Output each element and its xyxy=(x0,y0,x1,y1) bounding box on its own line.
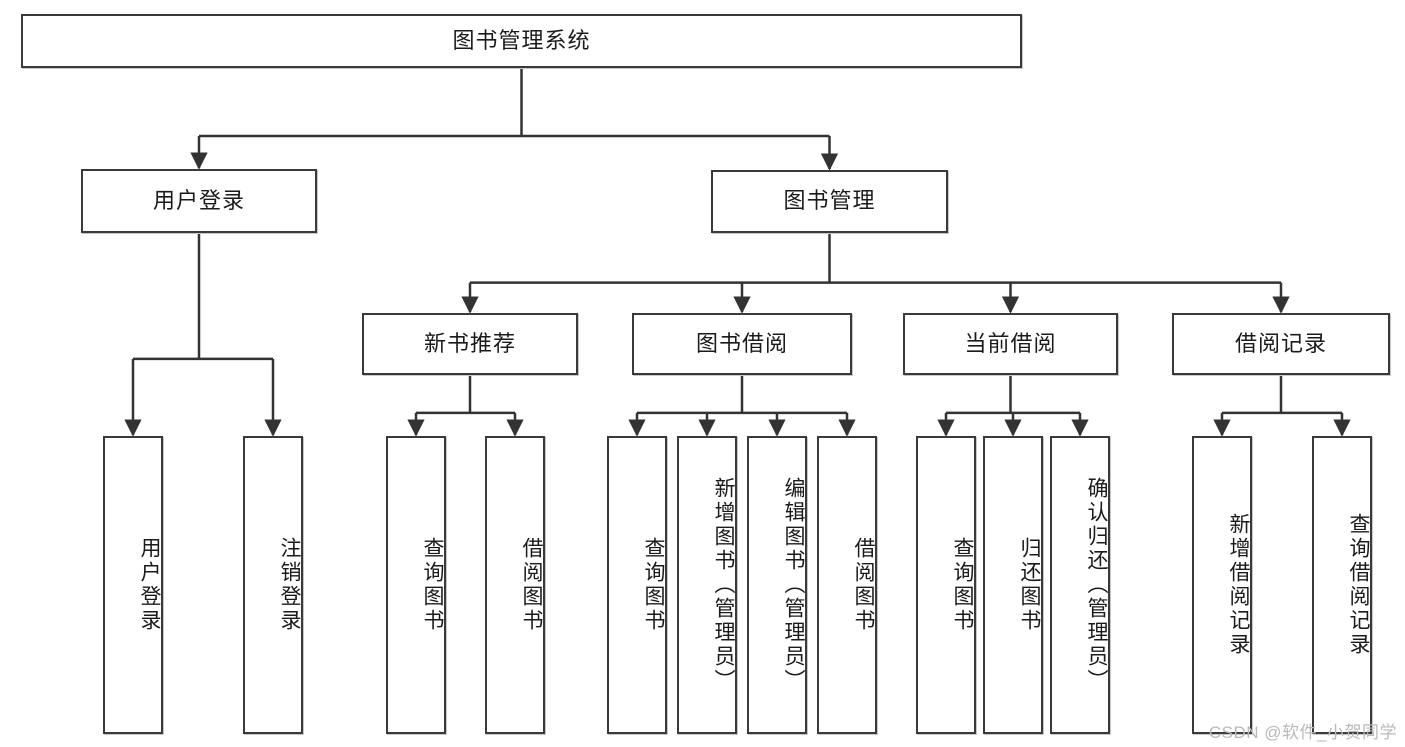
leaf-add-borrow-record[interactable]: 新增借阅记录 xyxy=(1192,436,1252,734)
leaf-edit-book-admin[interactable]: 编辑图书（管理员） xyxy=(747,436,807,734)
leaf-user-login[interactable]: 用户登录 xyxy=(103,436,163,734)
leaf-query-borrow-record[interactable]: 查询借阅记录 xyxy=(1312,436,1372,734)
leaf-query-book-current[interactable]: 查询图书 xyxy=(916,436,976,734)
node-book-borrow[interactable]: 图书借阅 xyxy=(632,313,852,375)
node-borrow-record[interactable]: 借阅记录 xyxy=(1172,313,1390,375)
leaf-borrow-book-rec[interactable]: 借阅图书 xyxy=(485,436,545,734)
leaf-borrow-book[interactable]: 借阅图书 xyxy=(817,436,877,734)
leaf-return-book[interactable]: 归还图书 xyxy=(983,436,1043,734)
csdn-watermark: CSDN @软件_小贺同学 xyxy=(1208,723,1397,742)
node-new-book-recommend[interactable]: 新书推荐 xyxy=(362,313,578,375)
leaf-confirm-return-admin[interactable]: 确认归还（管理员） xyxy=(1050,436,1110,734)
leaf-query-book-rec[interactable]: 查询图书 xyxy=(386,436,446,734)
leaf-logout[interactable]: 注销登录 xyxy=(243,436,303,734)
node-root[interactable]: 图书管理系统 xyxy=(21,14,1022,68)
node-current-borrow[interactable]: 当前借阅 xyxy=(903,313,1118,375)
leaf-query-book[interactable]: 查询图书 xyxy=(607,436,667,734)
leaf-add-book-admin[interactable]: 新增图书（管理员） xyxy=(677,436,737,734)
node-book-manage[interactable]: 图书管理 xyxy=(711,170,948,233)
node-user-login[interactable]: 用户登录 xyxy=(81,169,317,233)
